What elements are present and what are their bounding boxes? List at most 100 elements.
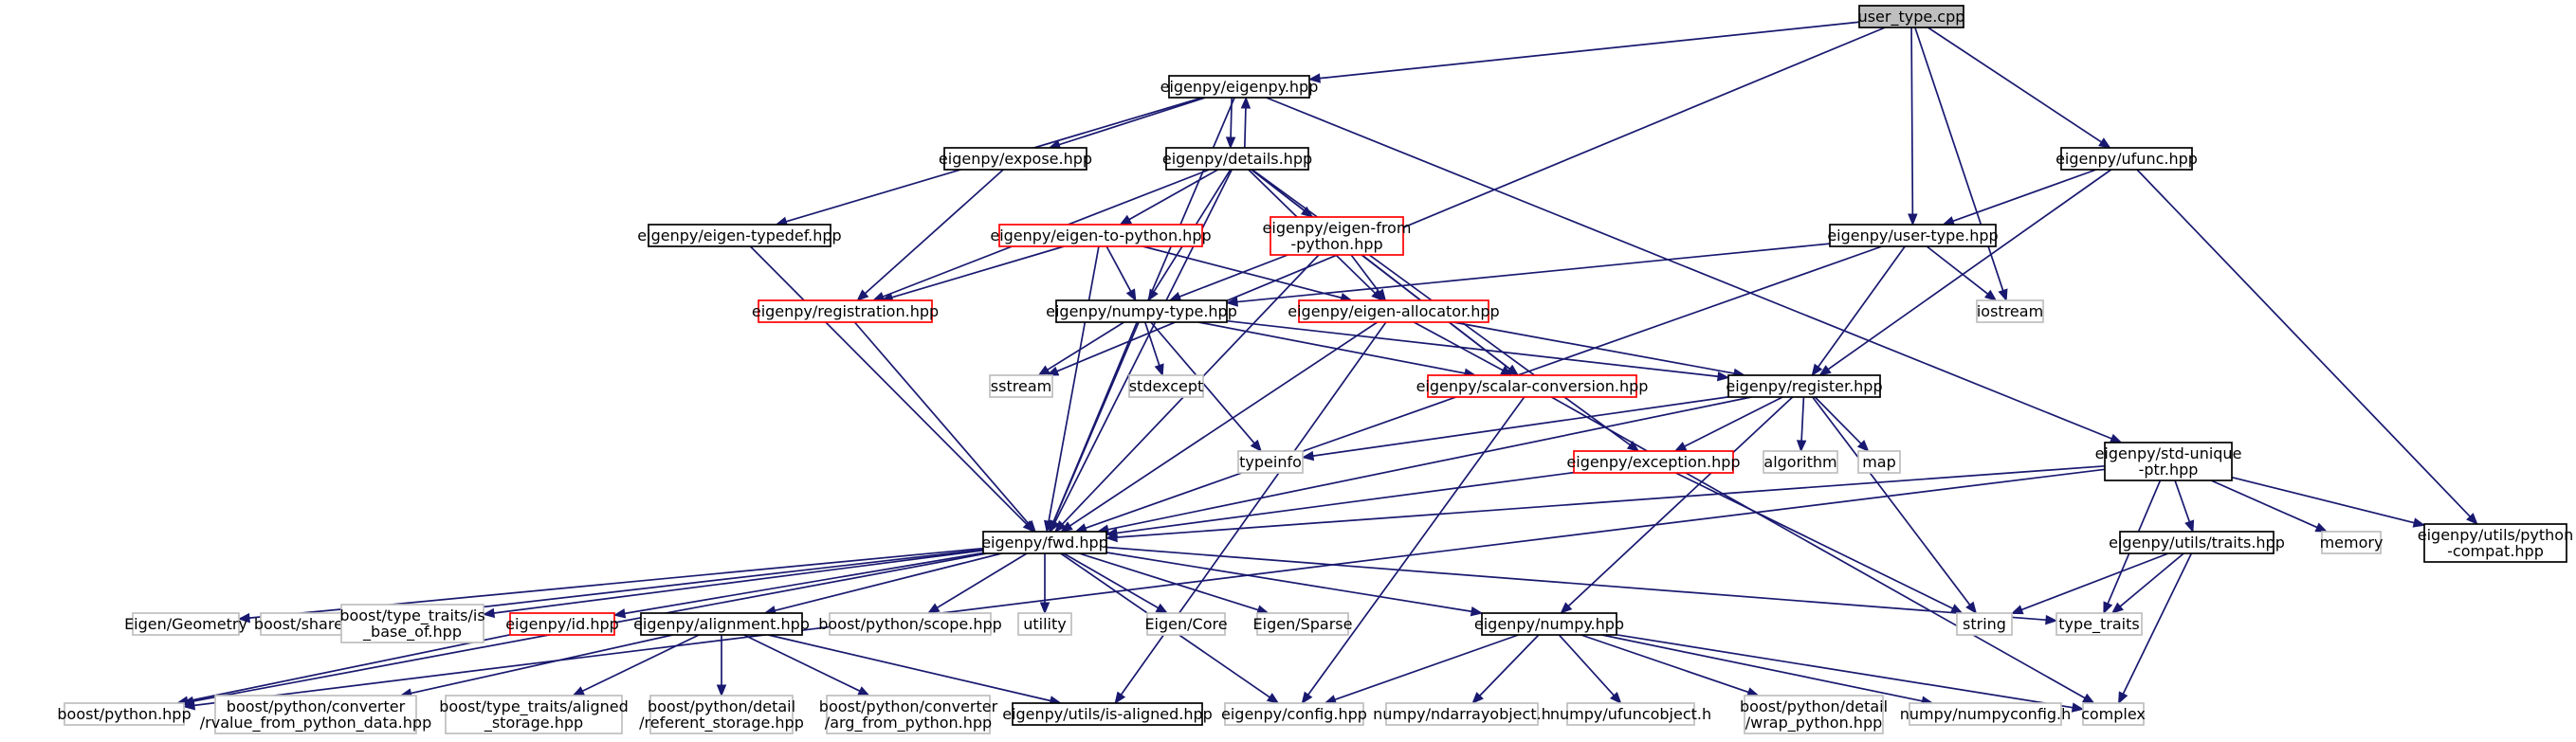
edge-arrowhead (1908, 213, 1918, 226)
edge-line (1120, 321, 1387, 696)
edge-arrowhead (2110, 602, 2124, 614)
edge-expose_hpp-to-registration_hpp (856, 169, 1004, 301)
node-numpy-hpp[interactable]: eigenpy/numpy.hpp (1474, 612, 1624, 636)
node-label: eigenpy/utils/python (2418, 526, 2573, 544)
node-box (1385, 702, 1539, 726)
edge-arrowhead (1154, 363, 1164, 377)
node-box (2060, 147, 2193, 171)
edge-line (417, 549, 984, 616)
node-eigen-typedef-hpp[interactable]: eigenpy/eigen-typedef.hpp (637, 224, 842, 247)
edge-line (1230, 97, 1233, 138)
edge-line (1116, 464, 2106, 538)
node-exception-hpp[interactable]: eigenpy/exception.hpp (1566, 450, 1741, 474)
node-eigen-to-python-hpp[interactable]: eigenpy/eigen-to-python.hpp (990, 224, 1212, 247)
node-register-hpp[interactable]: eigenpy/register.hpp (1726, 374, 1883, 398)
node-box (826, 695, 991, 734)
node-box (445, 695, 623, 734)
node-label: numpy/ndarrayobject.h (1373, 705, 1551, 723)
edge-line (1105, 245, 1132, 292)
node-registration-hpp[interactable]: eigenpy/registration.hpp (752, 299, 939, 323)
edge-arrowhead (1049, 519, 1059, 534)
edge-eigen_allocator_hpp-to-register_hpp (1452, 321, 1746, 379)
node-eigen-allocator-hpp[interactable]: eigenpy/eigen-allocator.hpp (1288, 299, 1500, 323)
edge-eigenpy_hpp-to-expose_hpp (1048, 97, 1206, 150)
edge-arrowhead (2010, 605, 2024, 615)
edge-line (2020, 552, 2169, 611)
node-box (640, 612, 803, 636)
edge-line (1226, 319, 1719, 378)
node-box (1224, 702, 1364, 726)
node-ufunc-hpp[interactable]: eigenpy/ufunc.hpp (2055, 147, 2198, 171)
edge-arrowhead (1818, 365, 1832, 376)
node-user-type-cpp[interactable]: user_type.cpp (1858, 5, 1965, 28)
node-box (1829, 224, 1997, 247)
node-user-type-hpp[interactable]: eigenpy/user-type.hpp (1827, 224, 1999, 247)
edge-arrowhead (2118, 691, 2128, 705)
node-label: eigenpy/eigen-from (1263, 219, 1412, 237)
edge-arrowhead (1039, 602, 1050, 615)
node-numpy-type-hpp[interactable]: eigenpy/numpy-type.hpp (1046, 299, 1237, 323)
edge-arrowhead (1037, 365, 1051, 376)
node-label: eigenpy/std-unique (2095, 444, 2242, 462)
node-label: Eigen/Sparse (1253, 615, 1353, 633)
node-label: complex (2081, 705, 2146, 723)
node-label: _base_of.hpp (362, 623, 462, 642)
node-label: eigenpy/id.hpp (505, 615, 619, 633)
node-box (1270, 216, 1404, 256)
node-box (2082, 702, 2145, 726)
edge-arrowhead (1301, 450, 1315, 461)
edge-line (2119, 552, 2184, 607)
node-box (1017, 612, 1072, 636)
edge-arrowhead (857, 686, 870, 697)
node-is-aligned-hpp[interactable]: eigenpy/utils/is-aligned.hpp (1002, 702, 1213, 726)
node-label: utility (1023, 615, 1067, 633)
node-string: string (1956, 612, 2013, 636)
node-boost-python-scope: boost/python/scope.hpp (818, 612, 1002, 636)
edge-arrowhead (2314, 522, 2329, 533)
edge-numpy_hpp-to-ndarrayobject (1471, 634, 1540, 704)
node-box (2055, 612, 2143, 636)
node-box (1237, 450, 1304, 474)
edge-arrowhead (1983, 289, 1998, 301)
node-details-hpp[interactable]: eigenpy/details.hpp (1162, 147, 1312, 171)
node-label: eigenpy/utils/is-aligned.hpp (1002, 705, 1213, 723)
edge-line (1910, 27, 1914, 215)
edge-line (2231, 476, 2415, 524)
node-eigen-from-python-hpp[interactable]: eigenpy/eigen-from-python.hpp (1263, 216, 1412, 256)
node-box (1055, 299, 1228, 323)
node-scalar-conversion-hpp[interactable]: eigenpy/scalar-conversion.hpp (1416, 374, 1649, 398)
edge-arrowhead (1125, 288, 1137, 302)
node-expose-hpp[interactable]: eigenpy/expose.hpp (939, 147, 1092, 171)
node-utils-traits-hpp[interactable]: eigenpy/utils/traits.hpp (2109, 531, 2285, 554)
edge-line (1580, 634, 1749, 694)
node-box (132, 612, 240, 636)
node-box (1165, 147, 1309, 171)
edge-line (749, 245, 1028, 525)
node-label: boost/python/scope.hpp (818, 615, 1002, 633)
edge-arrowhead (1811, 363, 1823, 377)
edge-line (1307, 396, 1526, 696)
node-python-compat-hpp[interactable]: eigenpy/utils/python-compat.hpp (2418, 523, 2573, 563)
node-box (1763, 450, 1838, 474)
node-box (1976, 299, 2044, 323)
edge-eigen_allocator_hpp-to-is_aligned_hpp (1114, 321, 1387, 705)
node-fwd-hpp[interactable]: eigenpy/fwd.hpp (981, 531, 1108, 554)
node-std-unique-ptr-hpp[interactable]: eigenpy/std-unique-ptr.hpp (2095, 442, 2242, 481)
edge-line (2122, 552, 2193, 695)
node-label: string (1963, 615, 2006, 633)
edge-user_type_cpp-to-iostream (1914, 27, 2008, 302)
node-eigenpy-hpp[interactable]: eigenpy/eigenpy.hpp (1160, 75, 1319, 99)
node-box (2321, 531, 2382, 554)
node-alignment-hpp[interactable]: eigenpy/alignment.hpp (633, 612, 810, 636)
edge-line (1601, 634, 1923, 702)
edge-user_type_hpp-to-numpy_type_hpp (1225, 243, 1831, 307)
node-id-hpp[interactable]: eigenpy/id.hpp (505, 612, 619, 636)
edge-line (1413, 321, 1504, 371)
edge-line (1266, 97, 2112, 440)
edge-arrowhead (2071, 702, 2085, 713)
edge-arrowhead (572, 686, 586, 697)
edge-line (1319, 21, 1860, 80)
edge-std_unique_ptr_hpp-to-memory (2210, 480, 2329, 533)
node-box (1566, 702, 1695, 726)
edge-arrowhead (2184, 519, 2195, 534)
